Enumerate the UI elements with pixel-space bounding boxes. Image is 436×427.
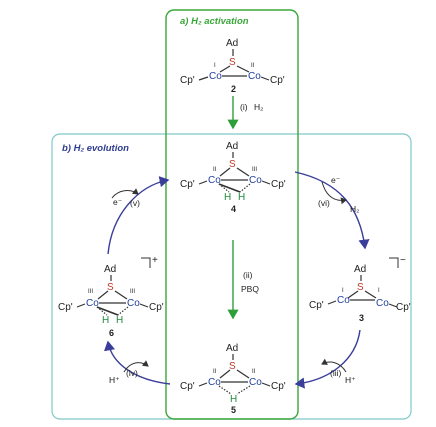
step-ii-label: (ii) xyxy=(243,270,253,280)
compound-4: Ad S II III Co Co Cp' Cp' H H 4 xyxy=(180,141,286,214)
cp-ligand: Cp' xyxy=(270,75,285,86)
sulfur-atom: S xyxy=(229,159,236,170)
oxidation-state-label: I xyxy=(342,288,344,294)
step-v-arrow xyxy=(107,176,170,255)
cp-ligand: Cp' xyxy=(180,179,195,190)
step-iii-arrow xyxy=(294,329,361,389)
cobalt-atom: Co xyxy=(209,71,222,82)
compound-number: 6 xyxy=(109,328,114,338)
charge-label: + xyxy=(152,255,158,266)
step-vi-reagent-in: e⁻ xyxy=(331,175,341,185)
cp-ligand: Cp' xyxy=(180,75,195,86)
oxidation-state-label: III xyxy=(130,289,135,295)
step-iv-uptake-arrow xyxy=(123,360,149,373)
cobalt-atom: Co xyxy=(248,71,261,82)
cp-ligand: Cp' xyxy=(271,179,286,190)
cobalt-atom: Co xyxy=(127,298,140,309)
compound-5: Ad S II II Co Co Cp' Cp' H 5 xyxy=(180,343,286,415)
hydride-atom: H xyxy=(116,315,123,326)
activation-panel-title: a) H₂ activation xyxy=(180,16,249,27)
charge-bracket xyxy=(141,257,151,268)
cobalt-atom: Co xyxy=(86,298,99,309)
cobalt-atom: Co xyxy=(249,377,262,388)
compound-6: Ad S III III Co Co Cp' Cp' H H 6 + xyxy=(58,255,164,338)
oxidation-state-label: II xyxy=(252,369,256,375)
hydride-atom: H xyxy=(230,394,237,405)
compound-2: Ad S I II Co Co Cp' Cp' 2 xyxy=(180,38,285,94)
oxidation-state-label: III xyxy=(88,289,93,295)
adamantyl-label: Ad xyxy=(226,38,238,49)
sulfur-atom: S xyxy=(229,57,236,68)
compound-number: 3 xyxy=(359,313,364,323)
cobalt-atom: Co xyxy=(337,295,350,306)
compound-3: Ad S I I Co Co Cp' Cp' 3 − xyxy=(309,255,411,323)
hydride-atom: H xyxy=(102,315,109,326)
cp-ligand: Cp' xyxy=(271,381,286,392)
oxidation-state-label: II xyxy=(251,63,255,69)
cobalt-atom: Co xyxy=(208,175,221,186)
hydride-atom: H xyxy=(238,192,245,203)
step-i-label: (i) xyxy=(240,102,248,112)
cp-ligand: Cp' xyxy=(396,302,411,313)
adamantyl-label: Ad xyxy=(104,264,116,275)
evolution-panel-title: b) H₂ evolution xyxy=(62,143,129,154)
step-v-label: (v) xyxy=(130,198,140,208)
oxidation-state-label: III xyxy=(252,167,257,173)
charge-label: − xyxy=(400,255,406,266)
cp-ligand: Cp' xyxy=(58,302,73,313)
hydride-atom: H xyxy=(224,192,231,203)
step-iii-reagent: H⁺ xyxy=(345,375,356,385)
sulfur-atom: S xyxy=(357,282,364,293)
charge-bracket xyxy=(389,257,399,268)
step-v-reagent: e⁻ xyxy=(113,197,123,207)
adamantyl-label: Ad xyxy=(226,141,238,152)
sulfur-atom: S xyxy=(107,282,114,293)
oxidation-state-label: II xyxy=(213,369,217,375)
cobalt-atom: Co xyxy=(249,175,262,186)
step-vi-release-arrow xyxy=(321,181,347,205)
step-iv-arrow xyxy=(104,340,171,385)
step-vi-reagent-out: H₂ xyxy=(350,204,359,214)
step-iv-reagent: H⁺ xyxy=(109,375,120,385)
step-iii-label: (iii) xyxy=(330,368,341,378)
cobalt-atom: Co xyxy=(376,298,389,309)
cp-ligand: Cp' xyxy=(309,300,324,311)
step-v-uptake-arrow xyxy=(111,188,139,199)
cp-ligand: Cp' xyxy=(149,302,164,313)
step-iv-label: (iv) xyxy=(126,368,138,378)
cp-ligand: Cp' xyxy=(180,381,195,392)
sulfur-atom: S xyxy=(229,361,236,372)
step-vi-label: (vi) xyxy=(318,198,330,208)
step-i-reagent: H₂ xyxy=(254,102,263,112)
activation-panel-frame xyxy=(165,9,299,420)
evolution-panel-frame xyxy=(51,133,412,420)
oxidation-state-label: I xyxy=(214,63,216,69)
adamantyl-label: Ad xyxy=(354,264,366,275)
cobalt-atom: Co xyxy=(208,377,221,388)
adamantyl-label: Ad xyxy=(226,343,238,354)
compound-number: 5 xyxy=(231,405,236,415)
step-iii-uptake-arrow xyxy=(321,358,347,373)
compound-number: 4 xyxy=(231,204,236,214)
compound-number: 2 xyxy=(231,84,236,94)
oxidation-state-label: I xyxy=(378,288,380,294)
oxidation-state-label: II xyxy=(213,167,217,173)
step-ii-reagent: PBQ xyxy=(241,284,259,294)
